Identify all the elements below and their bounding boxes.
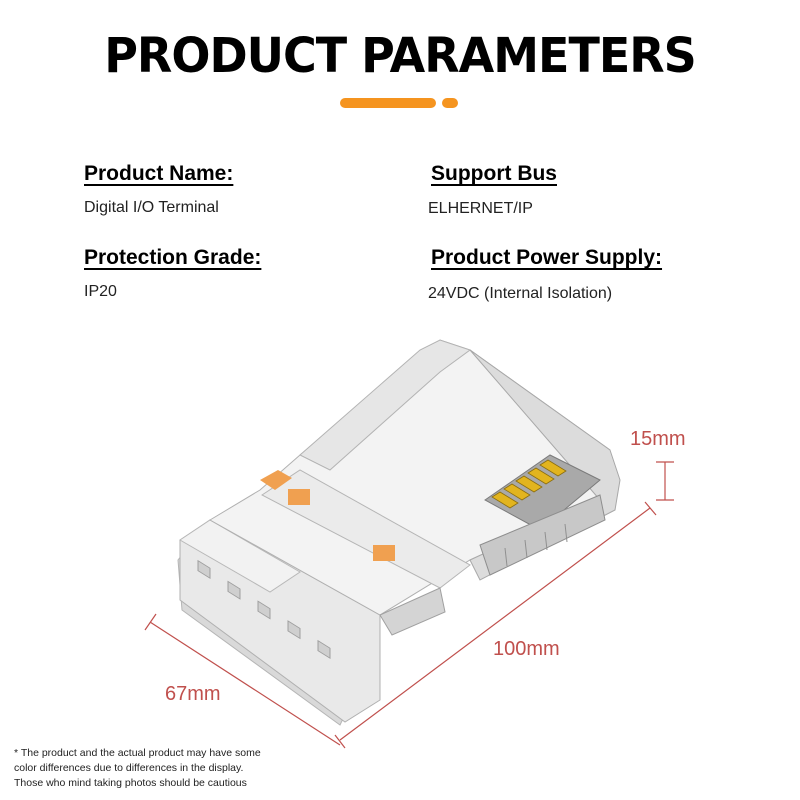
disclaimer-line-3: Those who mind taking photos should be c… [14,777,247,789]
orange-markers [260,470,395,561]
power-supply-label: Product Power Supply: [431,246,663,269]
support-bus-label: Support Bus [431,162,557,185]
height-dimension-label: 15mm [630,428,686,450]
lock-tab [379,587,446,636]
gold-contacts [491,459,567,509]
protection-grade-label: Protection Grade: [84,246,262,269]
side-connector [479,494,606,576]
contact-block [484,454,601,531]
product-name-value: Digital I/O Terminal [84,199,219,216]
title-accent-bar [340,98,436,108]
power-supply-value: 24VDC (Internal Isolation) [428,285,613,302]
disclaimer-line-1: * The product and the actual product may… [14,747,261,759]
support-bus-value: ELHERNET/IP [428,200,533,217]
title-accent-dot [442,98,458,108]
orange-label-2 [373,545,395,561]
product-name-label: Product Name: [84,162,234,185]
width-dimension-label: 67mm [165,683,221,705]
disclaimer-note: * The product and the actual product may… [14,746,261,791]
protection-grade-value: IP20 [84,283,117,300]
wire-entry-slots [197,559,331,660]
length-dimension-label: 100mm [493,638,560,660]
page-title: PRODUCT PARAMETERS [104,26,697,84]
orange-label-1 [288,489,310,505]
disclaimer-line-2: color differences due to differences in … [14,762,244,774]
